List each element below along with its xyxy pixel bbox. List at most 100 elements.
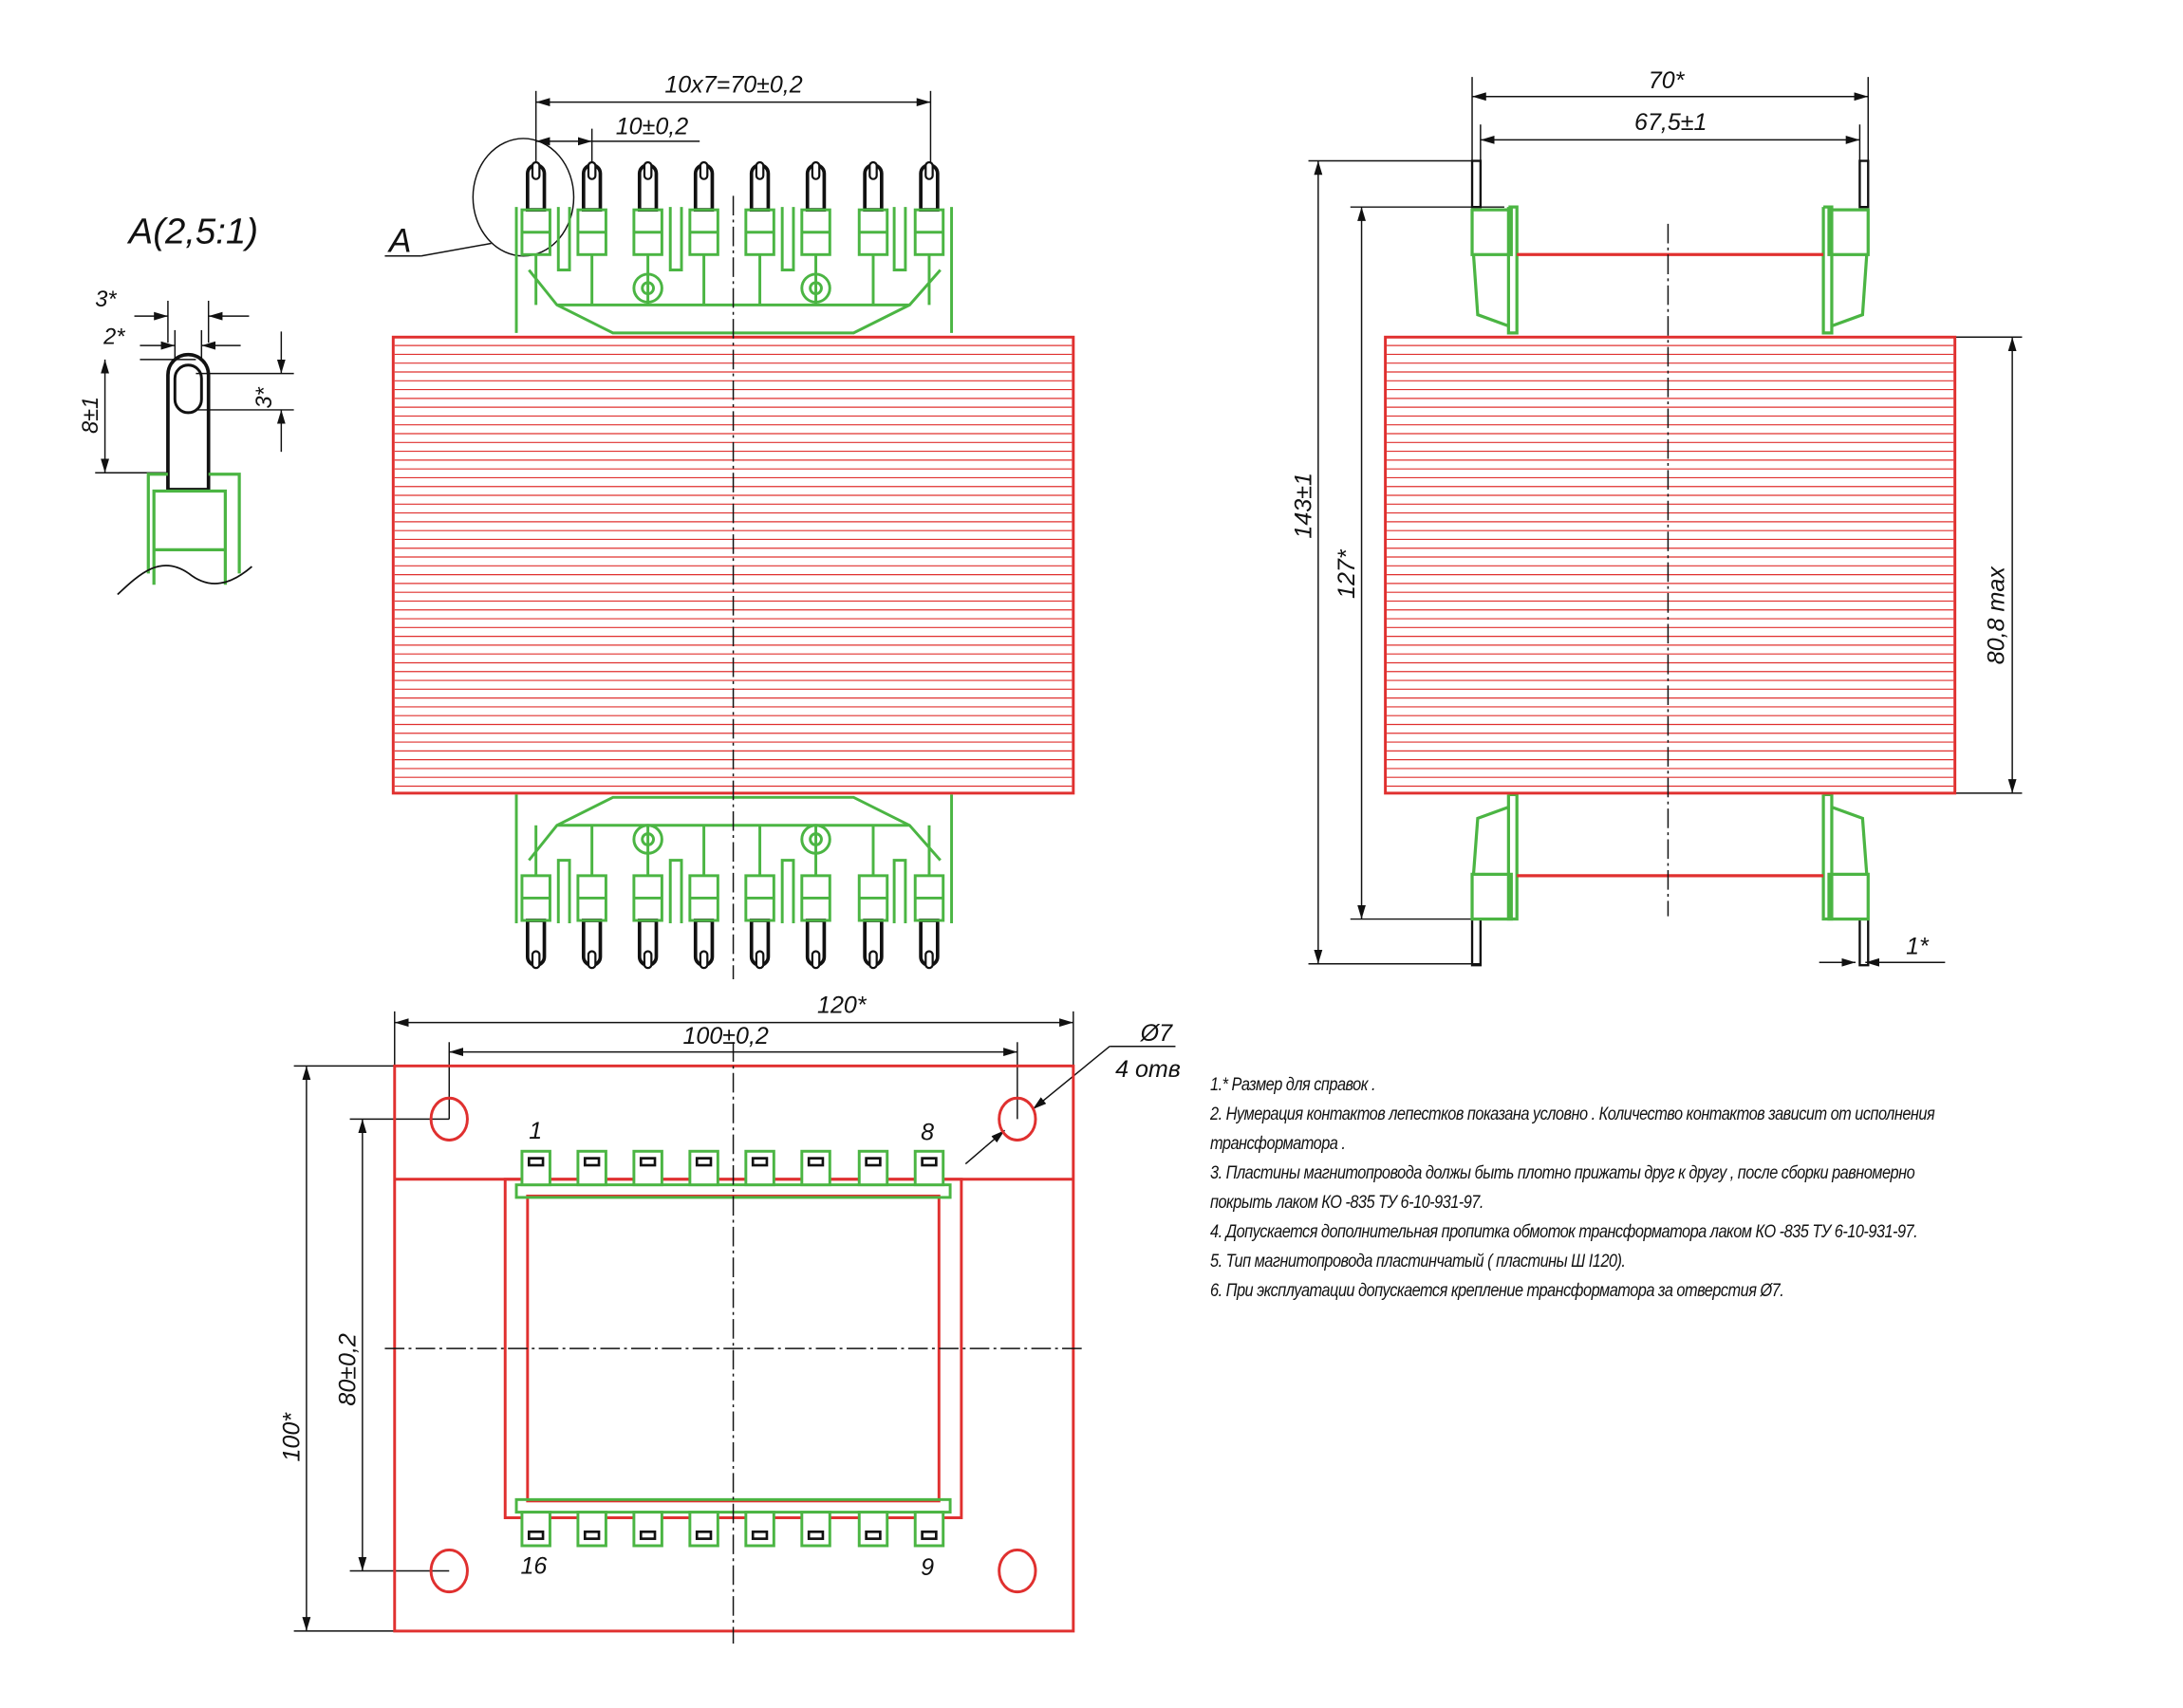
- terminal-lug: [688, 160, 719, 306]
- break-line: [117, 565, 252, 596]
- side-pin-span-dim: 67,5±1: [1634, 109, 1707, 136]
- terminal-slot-icon: [751, 1157, 769, 1167]
- bobbin-boss-hole: [809, 281, 823, 296]
- note-line: 4. Допускается дополнительная пропитка о…: [1210, 1222, 1918, 1242]
- terminal-lug: [857, 160, 889, 306]
- terminal-tab: [800, 1511, 831, 1548]
- detail-callout-a: A: [387, 222, 412, 259]
- terminal-lug: [744, 825, 775, 970]
- pin-slot: [587, 160, 597, 180]
- terminal-lug: [576, 160, 607, 306]
- detail-title: A(2,5:1): [127, 212, 258, 252]
- pitch-total-dim: 10x7=70±0,2: [664, 71, 802, 98]
- terminal-tab: [913, 1511, 945, 1548]
- side-overall-height-dim: 143±1: [1290, 473, 1316, 538]
- note-line: 1.* Размер для справок .: [1210, 1075, 1376, 1095]
- mounting-hole-top-left: [429, 1096, 469, 1142]
- terminal-lug: [744, 160, 775, 306]
- terminal-tab: [744, 1149, 775, 1187]
- terminal-slot-icon: [639, 1530, 657, 1540]
- terminal-lug: [576, 825, 607, 970]
- hole-count-callout: 4 отв: [1115, 1056, 1181, 1083]
- terminal-slot-icon: [921, 1530, 938, 1540]
- side-winding-lines: [1517, 252, 1824, 878]
- pin-slot: [811, 160, 821, 180]
- terminal-lug: [632, 160, 663, 306]
- terminal-slot-icon: [865, 1530, 882, 1540]
- pin-slot: [755, 950, 765, 970]
- pin-label-9: 9: [921, 1554, 934, 1581]
- terminal-tab: [520, 1149, 551, 1187]
- note-line: 2. Нумерация контактов лепестков показан…: [1210, 1105, 1935, 1124]
- pin-label-1: 1: [529, 1118, 542, 1144]
- top-overall-depth-dim: 100*: [279, 1412, 306, 1462]
- bobbin-slot: [892, 207, 907, 271]
- terminal-lug: [857, 825, 889, 970]
- terminal-tab: [688, 1511, 719, 1548]
- terminal-tab: [913, 1149, 945, 1187]
- terminal-tab: [520, 1511, 551, 1548]
- mounting-hole-bottom-left: [429, 1548, 469, 1594]
- top-view: 120* 100±0,2 100* 80±0,2 Ø7 4 отв 1 8 16…: [279, 992, 1181, 1644]
- bobbin-slot: [668, 859, 683, 923]
- bobbin-boss-icon: [632, 272, 663, 304]
- note-line: трансформатора .: [1210, 1134, 1346, 1154]
- bobbin-slot: [892, 859, 907, 923]
- side-pins: [1470, 159, 1870, 967]
- pin-slot: [699, 160, 709, 180]
- detail-dim-2-width: 2*: [103, 325, 125, 349]
- terminal-slot-icon: [921, 1157, 938, 1167]
- terminal-tab: [632, 1511, 663, 1548]
- terminal-tab: [688, 1149, 719, 1187]
- hole-diameter-callout: Ø7: [1140, 1020, 1173, 1047]
- terminal-slot-icon: [865, 1157, 882, 1167]
- pin-slot: [643, 160, 653, 180]
- side-core-height-dim: 80,8 max: [1983, 566, 2009, 664]
- top-hole-spacing-y-dim: 80±0,2: [334, 1333, 361, 1405]
- note-line: покрыть лаком КО -835 ТУ 6-10-931-97.: [1210, 1193, 1483, 1213]
- note-line: 5. Тип магнитопровода пластинчатый ( пла…: [1210, 1252, 1626, 1272]
- terminal-tab: [857, 1149, 889, 1187]
- side-overall-width-dim: 70*: [1649, 67, 1686, 94]
- pin-slot: [531, 160, 541, 180]
- terminal-tab: [744, 1511, 775, 1548]
- pin-slot: [868, 160, 878, 180]
- side-pin-thickness-dim: 1*: [1906, 933, 1930, 959]
- bobbin-slot: [556, 207, 571, 271]
- detail-dim-3-width: 3*: [95, 287, 117, 311]
- side-view: 70* 67,5±1 143±1 127* 80,8 max 1*: [1290, 67, 2023, 967]
- mounting-hole-bottom-right: [998, 1548, 1037, 1594]
- side-bobbin-flanges: [1470, 205, 1870, 921]
- technical-notes: 1.* Размер для справок . 2. Нумерация ко…: [1210, 1070, 2026, 1306]
- bobbin-slot: [556, 859, 571, 923]
- terminal-lug: [632, 825, 663, 970]
- terminal-slot-icon: [527, 1157, 545, 1167]
- bobbin-slot: [668, 207, 683, 271]
- terminal-slot-icon: [807, 1157, 825, 1167]
- bobbin-boss-hole: [641, 832, 656, 846]
- pin-slot: [643, 950, 653, 970]
- terminal-tab: [857, 1511, 889, 1548]
- pin-slot: [924, 160, 934, 180]
- terminal-tab: [800, 1149, 831, 1187]
- terminal-slot-icon: [583, 1157, 601, 1167]
- top-hole-spacing-x-dim: 100±0,2: [682, 1023, 768, 1049]
- pitch-dim: 10±0,2: [616, 114, 688, 140]
- side-core-laminations: [1384, 335, 1957, 795]
- pin-label-16: 16: [520, 1552, 547, 1579]
- terminal-lug: [688, 825, 719, 970]
- detail-dim-3-height: 3*: [252, 386, 276, 408]
- side-lamination-lines: [1387, 344, 1954, 788]
- detail-pin-lug: [166, 352, 211, 492]
- note-line: 3. Пластины магнитопровода должы быть пл…: [1210, 1163, 1915, 1183]
- terminal-slot-icon: [751, 1530, 769, 1540]
- pin-slot: [924, 950, 934, 970]
- pin-slot: [531, 950, 541, 970]
- top-overall-width-dim: 120*: [817, 992, 868, 1018]
- terminal-slot-icon: [807, 1530, 825, 1540]
- bobbin-slot: [780, 859, 795, 923]
- front-view: 10x7=70±0,2 10±0,2 A: [384, 71, 1075, 979]
- pin-slot: [699, 950, 709, 970]
- mounting-hole-top-right: [998, 1096, 1037, 1142]
